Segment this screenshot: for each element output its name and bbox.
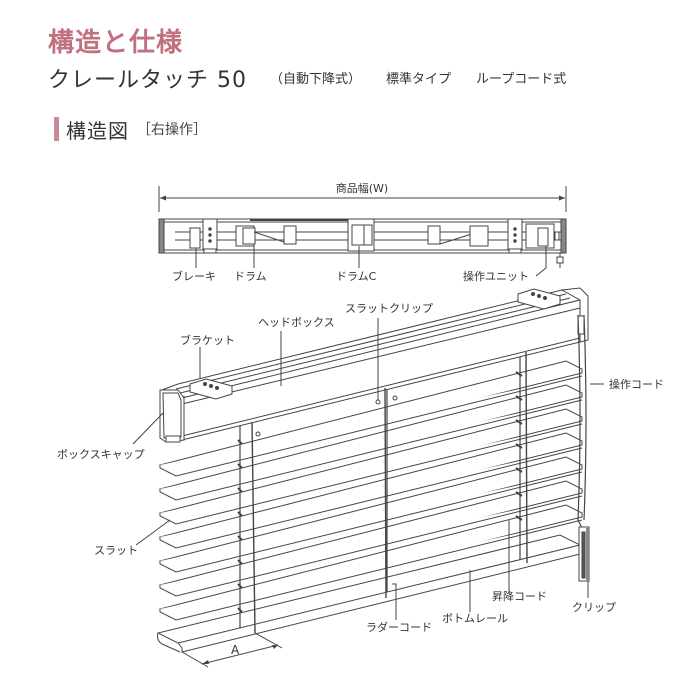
perspective-view: A ヘッドボックス スラットクリップ ブラケット 操作コード ボックスキャップ … <box>57 287 664 668</box>
label-drum: ドラム <box>234 270 267 283</box>
label-slat-clip: スラットクリップ <box>345 302 433 315</box>
label-ladder-cord: ラダーコード <box>366 620 432 634</box>
label-head-box: ヘッドボックス <box>258 316 335 329</box>
ladder-cords <box>237 357 523 628</box>
section-heading: 構造図 <box>66 118 129 143</box>
label-operation-cord: 操作コード <box>609 377 664 391</box>
perspective-labels: ヘッドボックス スラットクリップ ブラケット 操作コード ボックスキャップ スラ… <box>57 302 664 634</box>
dimension-a: A <box>181 632 283 668</box>
cord-clip <box>578 526 590 582</box>
label-slat: スラット <box>94 544 138 557</box>
label-operation-unit: 操作ユニット <box>463 269 529 283</box>
leader-lines <box>132 318 604 620</box>
operation-cord <box>577 314 587 529</box>
spec-loop-cord: ループコード式 <box>476 72 567 87</box>
section-accent-bar <box>54 117 59 141</box>
slats <box>158 360 583 621</box>
section-structure-diagram: 構造図 ［右操作］ <box>54 116 207 143</box>
label-clip: クリップ <box>572 601 616 614</box>
label-bottom-rail: ボトムレール <box>442 612 508 625</box>
slat-clips <box>255 395 398 437</box>
spec-standard-type: 標準タイプ <box>386 72 452 87</box>
width-label: 商品幅(W) <box>336 181 388 195</box>
section-subheading: ［右操作］ <box>137 122 207 138</box>
top-view-labels: ブレーキ ドラム ドラムC 操作ユニット <box>172 244 547 283</box>
spec-auto-lowering: （自動下降式） <box>270 72 362 87</box>
product-subtitle: クレールタッチ 50 （自動下降式） 標準タイプ ループコード式 <box>48 62 566 93</box>
bottom-rail <box>156 534 581 653</box>
label-drum-c: ドラムC <box>336 270 377 283</box>
dimension-a-label: A <box>231 643 240 657</box>
label-bracket: ブラケット <box>180 333 235 347</box>
bracket-left <box>189 378 233 400</box>
model-name: クレールタッチ 50 <box>48 68 247 93</box>
head-box <box>159 287 589 443</box>
label-lift-cord: 昇降コード <box>492 589 547 603</box>
bracket-right <box>517 288 561 310</box>
lift-cords <box>251 351 528 634</box>
head-rail-top <box>158 218 567 268</box>
width-dimension: 商品幅(W) <box>158 181 567 212</box>
label-box-cap: ボックスキャップ <box>57 448 145 461</box>
label-brake: ブレーキ <box>172 269 216 283</box>
page-title: 構造と仕様 <box>48 28 184 58</box>
top-view: 商品幅(W) <box>158 181 567 283</box>
